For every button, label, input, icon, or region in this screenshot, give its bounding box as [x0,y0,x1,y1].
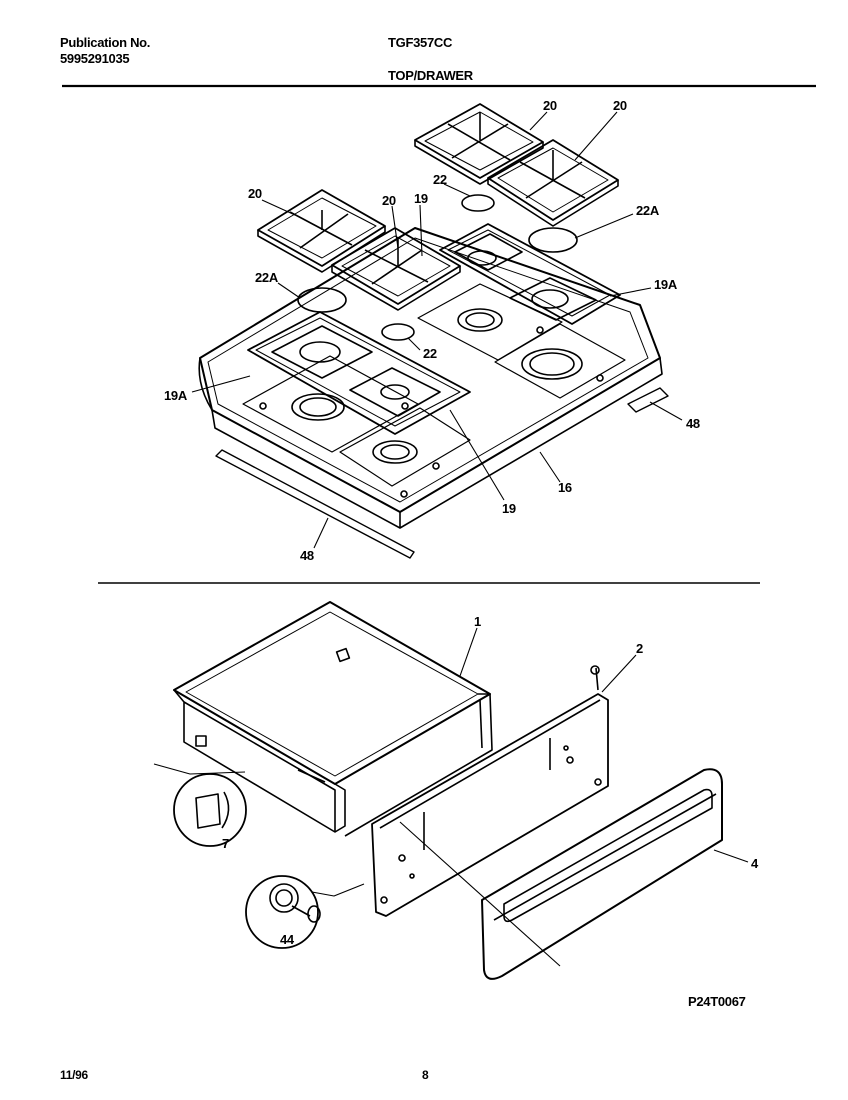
leader-lines-top [191,111,683,549]
figure-code: P24T0067 [688,994,746,1009]
callout-2: 2 [636,641,643,656]
burner-cap-22-right [461,194,495,212]
detail-circle-7 [173,773,247,847]
grate-left-2 [331,227,461,311]
callout-22A-b: 22A [255,270,278,285]
burner-cap-22-left [381,323,415,341]
leader-lines-bottom [399,627,749,967]
callout-20-b: 20 [613,98,627,113]
callout-19-a: 19 [414,191,428,206]
callout-20-a: 20 [543,98,557,113]
drawer-body [173,601,493,837]
callout-48-b: 48 [300,548,314,563]
section-title: TOP/DRAWER [388,68,473,83]
callout-48-a: 48 [686,416,700,431]
callout-7: 7 [222,836,229,851]
callout-22-a: 22 [433,172,447,187]
publication-number: 5995291035 [60,51,130,66]
callout-22-b: 22 [423,346,437,361]
callout-19A-b: 19A [164,388,187,403]
callout-20-d: 20 [382,193,396,208]
callout-22A-a: 22A [636,203,659,218]
callout-19-b: 19 [502,501,516,516]
grate-left-1 [257,189,386,273]
burner-cap-22A-right [528,227,578,253]
callout-16: 16 [558,480,572,495]
cooktop-top [198,227,663,529]
burner-cap-22A-left [297,287,347,313]
model-number: TGF357CC [388,35,453,50]
publication-label: Publication No. [60,35,151,50]
callout-20-c: 20 [248,186,262,201]
grate-rear-1 [414,103,544,185]
grate-rear-2 [487,139,619,227]
burner-trim-left [247,311,471,435]
drawer-handle-panel [481,768,723,980]
trim-strip-rear [627,387,669,413]
detail-circle-44 [245,875,319,949]
callout-1: 1 [474,614,481,629]
callout-44: 44 [280,932,294,947]
footer-date: 11/96 [60,1068,88,1082]
page-number: 8 [422,1068,429,1082]
callout-4: 4 [751,856,758,871]
burner-trim-right [439,223,621,325]
trim-strip-front [215,449,415,559]
callout-19A-a: 19A [654,277,677,292]
